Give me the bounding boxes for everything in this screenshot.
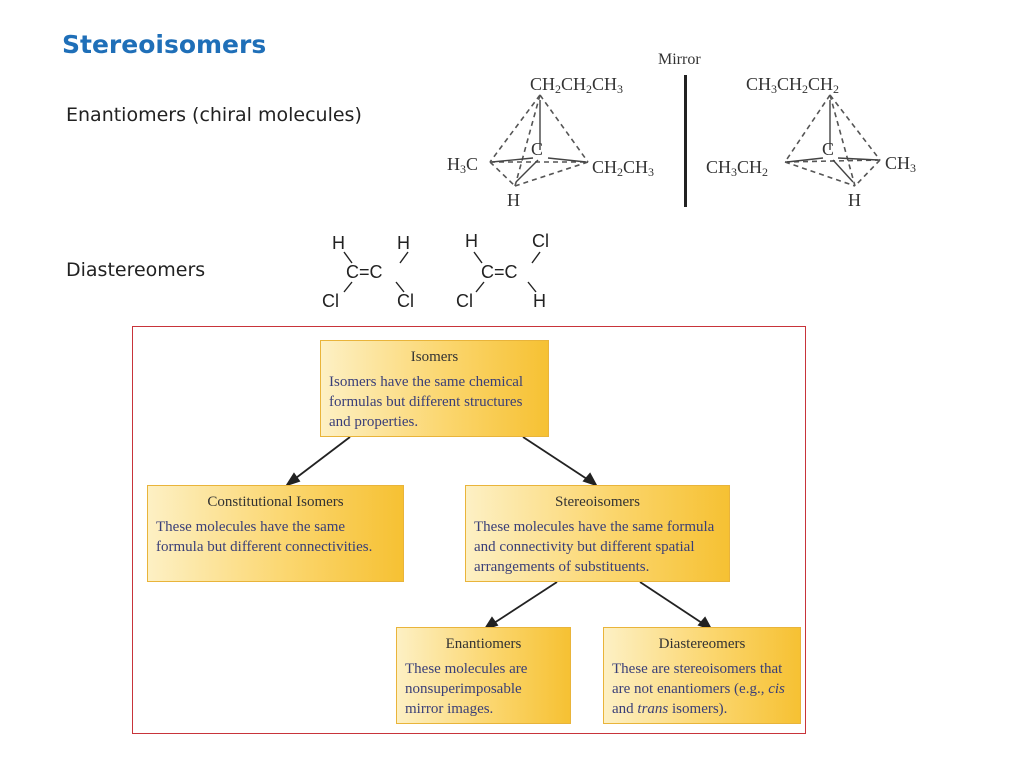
- mirror-label: Mirror: [658, 51, 701, 68]
- diastereomers-body-suffix: isomers).: [668, 701, 728, 717]
- stereoisomers-title: Stereoisomers: [555, 494, 640, 510]
- cis-bottom-left: Cl: [322, 291, 339, 311]
- bond-line: [343, 251, 353, 264]
- right-top-group: CH3CH2CH2: [746, 74, 840, 96]
- bond-line: [829, 94, 881, 161]
- constitutional-box: Constitutional Isomers These molecules h…: [147, 485, 404, 582]
- diastereomers-box: Diastereomers These are stereoisomers th…: [603, 627, 801, 724]
- trans-center: C=C: [481, 262, 518, 282]
- bond-line: [399, 251, 409, 264]
- mirror-line: [684, 75, 687, 207]
- isomers-box: Isomers Isomers have the same chemical f…: [320, 340, 549, 437]
- cis-top-left: H: [332, 233, 345, 253]
- diastereomers-title: Diastereomers: [658, 636, 746, 652]
- bond-line: [489, 94, 541, 163]
- bond-line: [784, 159, 881, 163]
- trans-bottom-left: Cl: [456, 291, 473, 311]
- bond-line: [832, 159, 854, 183]
- bond-line: [514, 94, 541, 187]
- bond-line: [475, 281, 485, 293]
- bond-line: [786, 157, 824, 163]
- bond-line: [547, 157, 587, 163]
- bond-line: [829, 94, 856, 187]
- bond-line: [854, 159, 881, 187]
- bond-line: [491, 157, 534, 163]
- stereoisomers-box: Stereoisomers These molecules have the s…: [465, 485, 730, 582]
- slide-title: Stereoisomers: [62, 30, 267, 59]
- bond-line: [473, 251, 483, 264]
- right-center-carbon: C: [822, 139, 835, 159]
- bond-line: [515, 159, 539, 183]
- isomers-body: Isomers have the same chemical formulas …: [329, 374, 524, 430]
- left-right-group: CH2CH3: [592, 157, 655, 179]
- diastereomers-body-and: and: [612, 701, 638, 717]
- bond-line: [837, 157, 879, 161]
- enantiomers-label: Enantiomers (chiral molecules): [66, 104, 362, 126]
- trans-top-right: Cl: [532, 231, 549, 251]
- isomer-hierarchy-frame: [132, 326, 806, 734]
- enantiomers-box: Enantiomers These molecules are nonsuper…: [396, 627, 571, 724]
- bond-line: [395, 281, 405, 293]
- enantiomers-title: Enantiomers: [445, 636, 522, 652]
- bond-line: [539, 94, 589, 163]
- trans-term: trans: [637, 701, 669, 717]
- diastereomers-body: These are stereoisomers that are not ena…: [604, 653, 800, 719]
- trans-top-left: H: [465, 231, 478, 251]
- arrow-stereo-enantiomers: [490, 581, 558, 626]
- trans-bottom-right: H: [533, 291, 546, 311]
- left-bottom-h: H: [507, 190, 520, 210]
- cis-top-right: H: [397, 233, 410, 253]
- bond-line: [784, 161, 856, 187]
- left-center-carbon: C: [531, 139, 544, 159]
- isomers-title: Isomers: [410, 349, 459, 365]
- arrow-head: [582, 472, 598, 487]
- left-left-group: H3C: [447, 154, 479, 176]
- cis-bottom-right: Cl: [397, 291, 414, 311]
- bond-line: [514, 161, 589, 187]
- right-left-group: CH3CH2: [706, 157, 769, 179]
- bond-line: [343, 281, 353, 293]
- cis-center: C=C: [346, 262, 383, 282]
- arrow-isomers-constitutional: [291, 436, 351, 482]
- diastereomers-body-prefix: These are stereoisomers that are not ena…: [612, 661, 783, 697]
- arrow-head: [284, 472, 301, 487]
- bond-line: [489, 161, 516, 187]
- right-bottom-h: H: [848, 190, 861, 210]
- diastereomers-label: Diastereomers: [66, 259, 206, 281]
- stereoisomers-body: These molecules have the same formula an…: [474, 519, 715, 575]
- bond-line: [527, 281, 537, 293]
- left-top-group: CH2CH2CH3: [530, 74, 624, 96]
- constitutional-body: These molecules have the same formula bu…: [156, 519, 373, 555]
- constitutional-title: Constitutional Isomers: [207, 494, 344, 510]
- arrow-stereo-diastereomers: [639, 581, 706, 626]
- bond-line: [784, 94, 831, 163]
- enantiomers-body: These molecules are nonsuperimposable mi…: [405, 661, 528, 717]
- arrow-isomers-stereoisomers: [522, 436, 591, 482]
- bond-line: [531, 251, 541, 264]
- cis-term: cis: [768, 681, 785, 697]
- right-right-group: CH3: [885, 153, 917, 175]
